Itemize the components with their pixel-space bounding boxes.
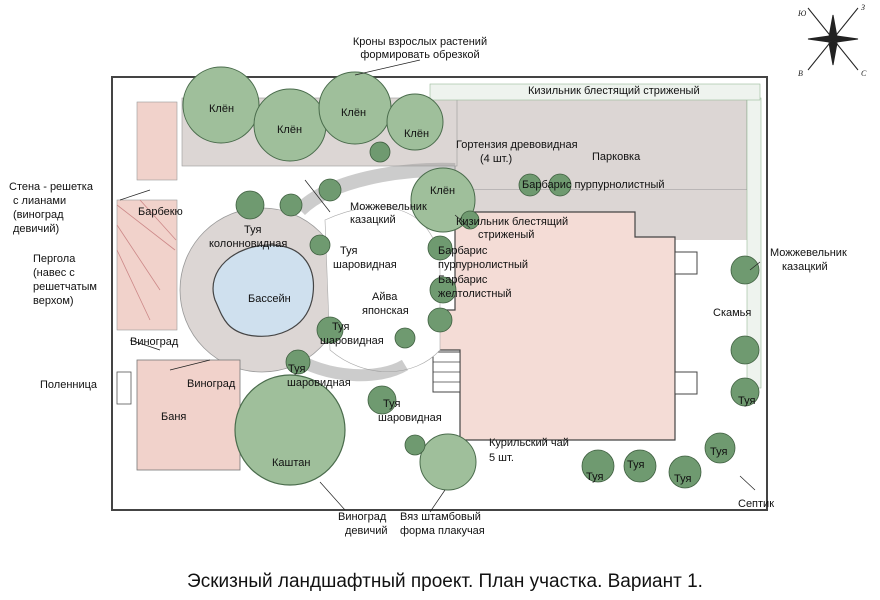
label-barbecue: Барбекю	[138, 206, 183, 218]
label-woodpile: Поленница	[40, 379, 98, 391]
label-quince-2: японская	[362, 305, 409, 317]
label-klen-1: Клён	[209, 103, 234, 115]
label-barb-purp-2: пурпурнолистный	[438, 259, 528, 271]
label-thuja-b2-2: шаровидная	[378, 412, 442, 424]
bath	[136, 359, 241, 471]
parking-area	[454, 97, 748, 191]
label-bath: Баня	[161, 411, 186, 423]
label-kuril-2: 5 шт.	[489, 452, 514, 464]
label-thuja-sph2-2: шаровидная	[320, 335, 384, 347]
label-hortensia-1: Гортензия древовидная	[456, 139, 578, 151]
label-thuja-b2: Туя	[383, 398, 400, 410]
label-wall-2: с лианами	[13, 195, 66, 207]
barbecue-area	[116, 199, 178, 331]
label-crowns-1: Кроны взрослых растений	[353, 36, 487, 48]
label-pergola-2: (навес с	[33, 267, 75, 279]
label-juniper-1: Можжевельник	[350, 201, 427, 213]
label-parking: Парковка	[592, 151, 641, 163]
right-steps-top	[674, 251, 698, 275]
label-thuja-sph-1: Туя	[340, 245, 357, 257]
label-thuja-sph2-1: Туя	[332, 321, 349, 333]
label-klen-3: Клён	[341, 107, 366, 119]
label-juniper-r-1: Можжевельник	[770, 247, 847, 259]
top-left-pink-area	[136, 101, 178, 181]
label-grape-2: Виноград	[187, 378, 236, 390]
maple-tree-1	[182, 66, 260, 144]
label-pergola-4: верхом)	[33, 295, 74, 307]
label-chestnut: Каштан	[272, 457, 310, 469]
label-thuja-b1-2: шаровидная	[287, 377, 351, 389]
label-wall-1: Стена - решетка	[9, 181, 94, 193]
elm-tree	[419, 433, 477, 491]
label-thuja-r3: Туя	[674, 473, 691, 485]
label-barbaris-purp-top: Барбарис пурпурнолистный	[522, 179, 665, 191]
label-thuja-r2: Туя	[710, 446, 727, 458]
label-kizil-mid-2: стриженый	[478, 229, 534, 241]
label-kizil-mid-1: Кизильник блестящий	[456, 216, 568, 228]
shrubs	[235, 141, 760, 489]
label-grape-1: Виноград	[130, 336, 179, 348]
label-thuja-col-2: колонновидная	[209, 238, 287, 250]
label-juniper-2: казацкий	[350, 214, 396, 226]
label-wall-3: (виноград	[13, 209, 64, 221]
compass-label-n: З	[861, 3, 865, 12]
lawn	[324, 206, 441, 373]
label-pergola-1: Пергола	[33, 253, 76, 265]
label-kizil-top: Кизильник блестящий стриженый	[528, 85, 700, 97]
label-wall-4: девичий)	[13, 223, 59, 235]
compass-rose	[807, 7, 859, 71]
label-thuja-r5: Туя	[586, 471, 603, 483]
label-thuja-sph-2: шаровидная	[333, 259, 397, 271]
label-pool: Бассейн	[248, 293, 291, 305]
label-septic: Септик	[738, 498, 774, 510]
label-klen-5: Клён	[430, 185, 455, 197]
plan-title: Эскизный ландшафтный проект. План участк…	[187, 571, 703, 592]
right-steps-bottom	[674, 371, 698, 395]
label-elm-2: форма плакучая	[400, 525, 485, 537]
label-grape-girl-1: Виноград	[338, 511, 387, 523]
label-crowns-2: формировать обрезкой	[360, 49, 479, 61]
label-barb-yellow-2: желтолистный	[438, 288, 512, 300]
label-thuja-r4: Туя	[627, 459, 644, 471]
label-quince-1: Айва	[372, 291, 398, 303]
maple-tree-4	[386, 93, 444, 151]
compass-label-e: С	[861, 69, 867, 78]
label-pergola-3: решетчатым	[33, 281, 97, 293]
label-juniper-r-2: казацкий	[782, 261, 828, 273]
chestnut-tree	[234, 374, 346, 486]
label-klen-4: Клён	[404, 128, 429, 140]
woodpile	[116, 371, 132, 405]
label-kuril-1: Курильский чай	[489, 437, 569, 449]
label-elm-1: Вяз штамбовый	[400, 511, 481, 523]
pool	[212, 244, 314, 337]
label-thuja-r1: Туя	[738, 395, 755, 407]
compass-label-s: В	[798, 69, 803, 78]
label-barb-purp-1: Барбарис	[438, 245, 488, 257]
label-bench: Скамья	[713, 307, 751, 319]
label-thuja-b1: Туя	[288, 363, 305, 375]
label-thuja-col-1: Туя	[244, 224, 261, 236]
label-klen-2: Клён	[277, 124, 302, 136]
maple-tree-5	[410, 167, 476, 233]
label-barb-yellow-1: Барбарис	[438, 274, 488, 286]
label-grape-girl-2: девичий	[345, 525, 388, 537]
label-hortensia-2: (4 шт.)	[480, 153, 512, 165]
compass-label-w: Ю	[797, 9, 807, 18]
top-kizil-hedge	[429, 83, 761, 101]
